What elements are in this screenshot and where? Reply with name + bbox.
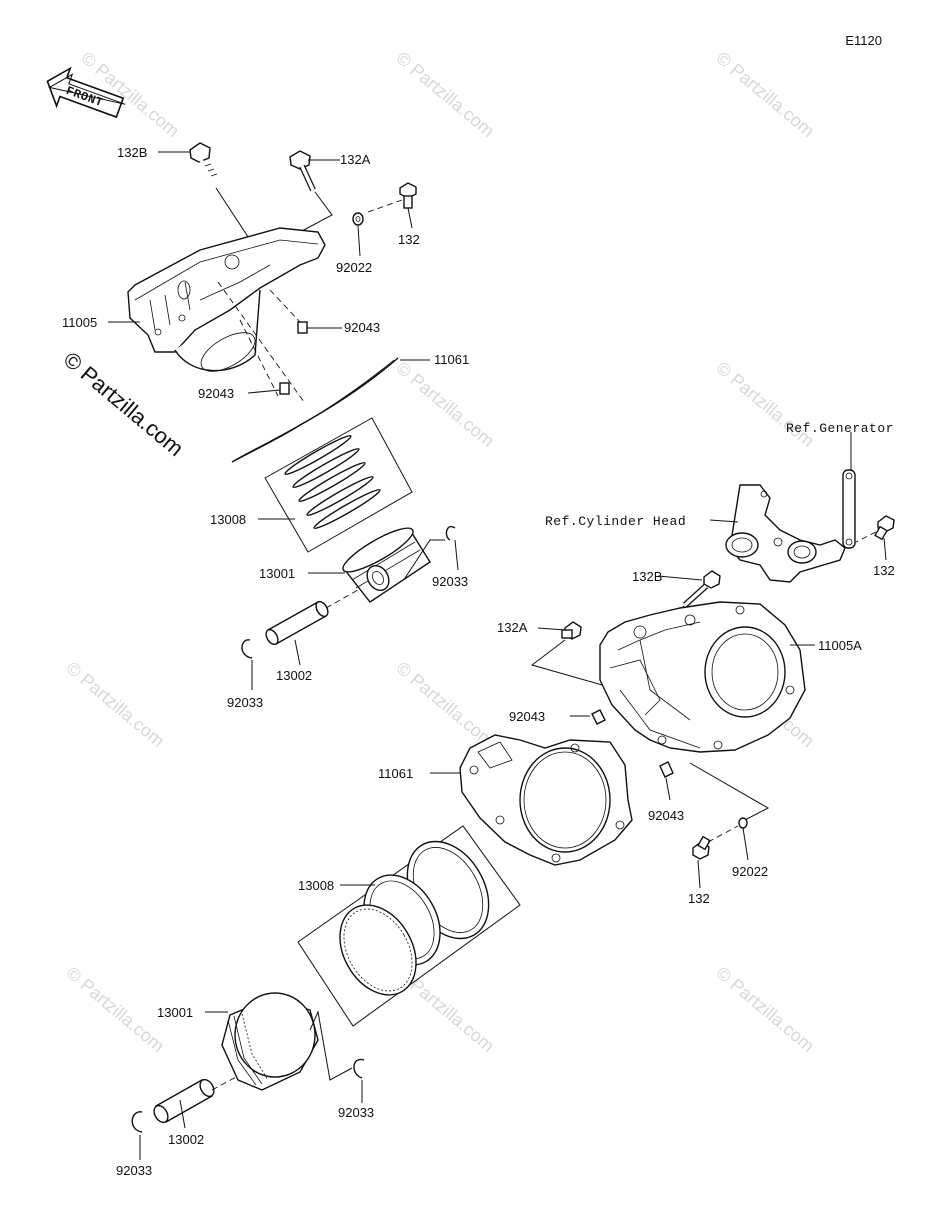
watermark: © Partzilla.com <box>392 358 498 451</box>
generator-ref-part-icon <box>842 469 856 549</box>
watermark: © Partzilla.com <box>392 658 498 751</box>
circlip-92033-icon <box>353 1058 365 1079</box>
part-label-11005: 11005 <box>62 315 97 330</box>
washer-92022-icon <box>352 212 364 226</box>
leader-line <box>239 319 279 397</box>
gasket-11061-icon <box>231 357 399 463</box>
part-label-92043: 92043 <box>344 320 380 335</box>
circlip-92033-icon <box>445 525 456 541</box>
part-label-92043: 92043 <box>648 808 684 823</box>
piston-rings-13008-icon <box>264 417 413 553</box>
leader-line <box>367 199 403 213</box>
part-label-132: 132 <box>398 232 420 247</box>
washer-92022-icon <box>738 817 748 829</box>
watermark: © Partzilla.com <box>712 358 818 451</box>
bolt-132b-icon <box>682 570 721 608</box>
part-label-13002: 13002 <box>276 668 312 683</box>
part-label-132b: 132B <box>632 569 662 584</box>
part-label-132: 132 <box>873 563 895 578</box>
watermark: © Partzilla.com <box>392 48 498 141</box>
part-label-132a: 132A <box>497 620 528 635</box>
part-label-92033: 92033 <box>432 574 468 589</box>
part-label-13008: 13008 <box>210 512 246 527</box>
dowel-92043-icon <box>297 321 308 334</box>
part-label-132b: 132B <box>117 145 147 160</box>
watermark: © Partzilla.com <box>62 963 168 1056</box>
part-label-92033: 92033 <box>116 1163 152 1178</box>
gasket-11061-icon <box>459 734 633 866</box>
part-label-13001: 13001 <box>157 1005 193 1020</box>
bolt-132-icon <box>399 182 417 209</box>
bolt-132b-icon <box>189 142 218 186</box>
part-label-132a: 132A <box>340 152 371 167</box>
part-label-11005a: 11005A <box>818 638 862 653</box>
dowel-92043-icon <box>659 761 674 778</box>
bolt-132a-icon <box>289 150 316 192</box>
part-label-13001: 13001 <box>259 566 295 581</box>
cylinder-head-ref-part-icon <box>725 484 846 583</box>
part-label-92043: 92043 <box>198 386 234 401</box>
ref-generator-label: Ref.Generator <box>786 421 894 436</box>
part-label-132: 132 <box>688 891 710 906</box>
part-label-11061: 11061 <box>434 352 469 367</box>
piston-rings-13008-icon <box>297 825 521 1027</box>
cylinder-11005a-icon <box>599 601 806 753</box>
watermark: © Partzilla.com <box>62 658 168 751</box>
piston-13001-icon <box>342 527 431 603</box>
cylinder-11005-icon <box>127 227 326 372</box>
copyright-text: © Partzilla.com <box>59 347 189 461</box>
part-label-13008: 13008 <box>298 878 334 893</box>
bolt-132-icon <box>692 835 711 860</box>
circlip-92033-icon <box>131 1111 143 1133</box>
dowel-92043-icon <box>279 382 290 395</box>
watermark: © Partzilla.com <box>712 48 818 141</box>
watermark: © Partzilla.com <box>712 963 818 1056</box>
part-label-92022: 92022 <box>732 864 768 879</box>
bolt-132-icon <box>874 515 895 541</box>
piston-13001-icon <box>221 992 319 1091</box>
part-label-92033: 92033 <box>338 1105 374 1120</box>
leader-line <box>217 281 305 403</box>
part-label-92022: 92022 <box>336 260 372 275</box>
circlip-92033-icon <box>241 639 253 659</box>
bolt-132a-icon <box>561 621 582 640</box>
part-label-92033: 92033 <box>227 695 263 710</box>
part-label-13002: 13002 <box>168 1132 204 1147</box>
piston-pin-13002-icon <box>153 1078 215 1124</box>
part-label-11061: 11061 <box>378 766 413 781</box>
piston-pin-13002-icon <box>265 600 329 646</box>
dowel-92043-icon <box>591 709 606 725</box>
diagram-code: E1120 <box>845 33 882 48</box>
part-label-92043: 92043 <box>509 709 545 724</box>
leader-line <box>299 191 333 233</box>
ref-cylinder-head-label: Ref.Cylinder Head <box>545 514 686 529</box>
